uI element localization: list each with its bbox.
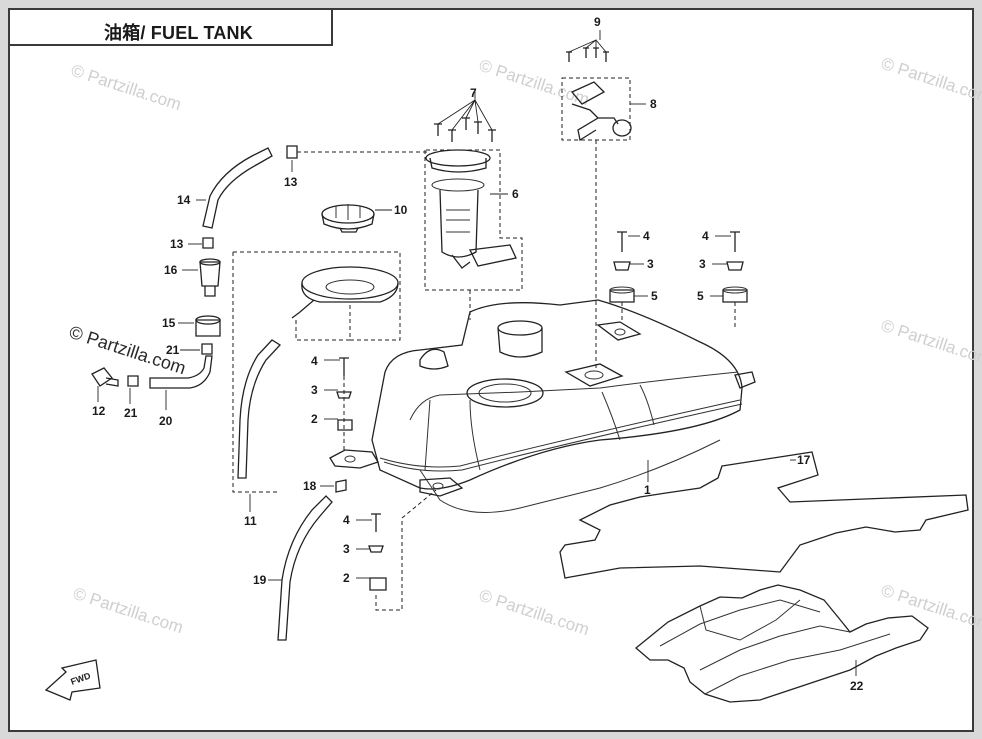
forward-label: FWD bbox=[69, 670, 92, 687]
watermark: © Partzilla.com bbox=[477, 56, 592, 109]
callout-8: 8 bbox=[650, 97, 657, 111]
bolt-set-low bbox=[368, 513, 387, 591]
callout-2-low: 2 bbox=[343, 571, 350, 585]
callout-4-right-a: 4 bbox=[643, 229, 650, 243]
callout-3-right-a: 3 bbox=[647, 257, 654, 271]
callout-numbers: 9 8 7 6 10 13 14 13 16 15 21 12 21 20 11… bbox=[92, 15, 864, 693]
callout-21-lower: 21 bbox=[124, 406, 138, 420]
dashed-group-pump bbox=[424, 149, 523, 291]
watermark: © Partzilla.com bbox=[71, 584, 186, 637]
filler-ring bbox=[291, 266, 399, 319]
callout-13-upper: 13 bbox=[284, 175, 298, 189]
callout-2-mid: 2 bbox=[311, 412, 318, 426]
clamp-13-upper bbox=[286, 145, 298, 159]
dashed-group-sender bbox=[561, 77, 631, 141]
vent-hose-11 bbox=[237, 339, 282, 479]
callout-3-right-b: 3 bbox=[699, 257, 706, 271]
callout-15: 15 bbox=[162, 316, 176, 330]
bolt-set-mid bbox=[336, 357, 353, 431]
callout-10: 10 bbox=[394, 203, 408, 217]
callout-4-mid: 4 bbox=[311, 354, 318, 368]
watermark: © Partzilla.com bbox=[879, 54, 982, 107]
page-title: 油箱/ FUEL TANK bbox=[104, 23, 253, 43]
clamp-21-lower bbox=[127, 375, 139, 387]
fuel-cap bbox=[321, 204, 375, 233]
callout-11: 11 bbox=[244, 514, 257, 528]
tank-mat bbox=[559, 451, 969, 579]
bolt-set-right-b bbox=[722, 231, 748, 303]
fuel-sender bbox=[570, 81, 632, 142]
forward-direction-arrow: FWD bbox=[44, 659, 101, 701]
callout-20: 20 bbox=[159, 414, 173, 428]
leader-lines bbox=[97, 30, 857, 676]
callout-5-right-b: 5 bbox=[697, 289, 704, 303]
skid-guard bbox=[634, 584, 929, 703]
callout-1: 1 bbox=[644, 483, 651, 497]
callout-4-right-b: 4 bbox=[702, 229, 709, 243]
callout-4-low: 4 bbox=[343, 513, 350, 527]
fuel-pump bbox=[425, 149, 517, 269]
fitting-12 bbox=[91, 367, 119, 387]
fuel-filter bbox=[199, 258, 221, 297]
watermark: © Partzilla.com bbox=[879, 316, 982, 369]
dashed-group-11 bbox=[232, 251, 401, 493]
title-box: 油箱/ FUEL TANK bbox=[10, 10, 333, 46]
vent-hose-19 bbox=[277, 495, 333, 641]
callout-7: 7 bbox=[470, 86, 477, 100]
callout-18: 18 bbox=[303, 479, 317, 493]
callout-13-lower: 13 bbox=[170, 237, 184, 251]
fuel-hose-20 bbox=[149, 355, 213, 389]
bolt-set-right-a bbox=[609, 231, 635, 303]
callout-21-upper: 21 bbox=[166, 343, 180, 357]
callout-6: 6 bbox=[512, 187, 519, 201]
fuel-tank bbox=[329, 299, 756, 513]
watermark: © Partzilla.com bbox=[69, 61, 184, 114]
callout-3-mid: 3 bbox=[311, 383, 318, 397]
callout-17: 17 bbox=[797, 453, 811, 467]
callout-14: 14 bbox=[177, 193, 191, 207]
callout-5-right-a: 5 bbox=[651, 289, 658, 303]
callout-12: 12 bbox=[92, 404, 106, 418]
clamp-13-lower bbox=[202, 237, 214, 249]
callout-19: 19 bbox=[253, 573, 267, 587]
callout-3-low: 3 bbox=[343, 542, 350, 556]
watermark: © Partzilla.com bbox=[879, 581, 982, 634]
pump-bolts bbox=[434, 117, 496, 142]
callout-22: 22 bbox=[850, 679, 864, 693]
clamp-21-upper bbox=[201, 343, 213, 355]
watermark: © Partzilla.com bbox=[477, 586, 592, 639]
callout-16: 16 bbox=[164, 263, 178, 277]
damper-15 bbox=[195, 315, 221, 337]
clip-18 bbox=[335, 479, 347, 493]
hose-14 bbox=[202, 147, 273, 229]
callout-9: 9 bbox=[594, 15, 601, 29]
